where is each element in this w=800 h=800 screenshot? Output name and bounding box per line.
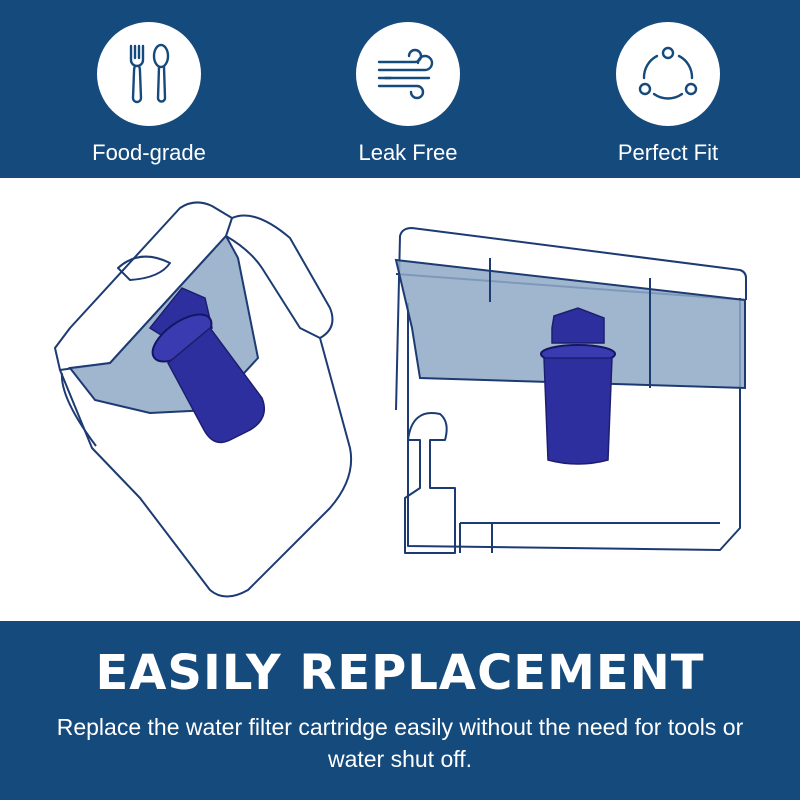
feature-food-grade: Food-grade: [59, 22, 239, 166]
feature-band: Food-grade Leak Free: [0, 0, 800, 178]
feature-leak-free: Leak Free: [318, 22, 498, 166]
headline-title: EASILY REPLACEMENT: [95, 645, 705, 701]
feature-icon-circle: [97, 22, 201, 126]
feature-perfect-fit: Perfect Fit: [578, 22, 758, 166]
illustration-area: [0, 178, 800, 621]
feature-icon-circle: [616, 22, 720, 126]
feature-label: Perfect Fit: [617, 140, 719, 165]
headline-description: Replace the water filter cartridge easil…: [56, 714, 744, 772]
feature-label: Food-grade: [92, 140, 206, 165]
feature-label: Leak Free: [358, 140, 458, 165]
product-illustration: [54, 201, 747, 598]
fork-spoon-icon: [129, 43, 170, 104]
pitcher-cartridge: [148, 287, 265, 444]
pitcher-illustration: [54, 201, 353, 598]
wind-flow-icon: [377, 48, 434, 100]
cycle-nodes-icon: [638, 46, 698, 100]
dispenser-cartridge: [540, 307, 616, 465]
headline-band: EASILY REPLACEMENT Replace the water fil…: [0, 621, 800, 800]
dispenser-illustration: [394, 227, 747, 554]
feature-icon-circle: [356, 22, 460, 126]
